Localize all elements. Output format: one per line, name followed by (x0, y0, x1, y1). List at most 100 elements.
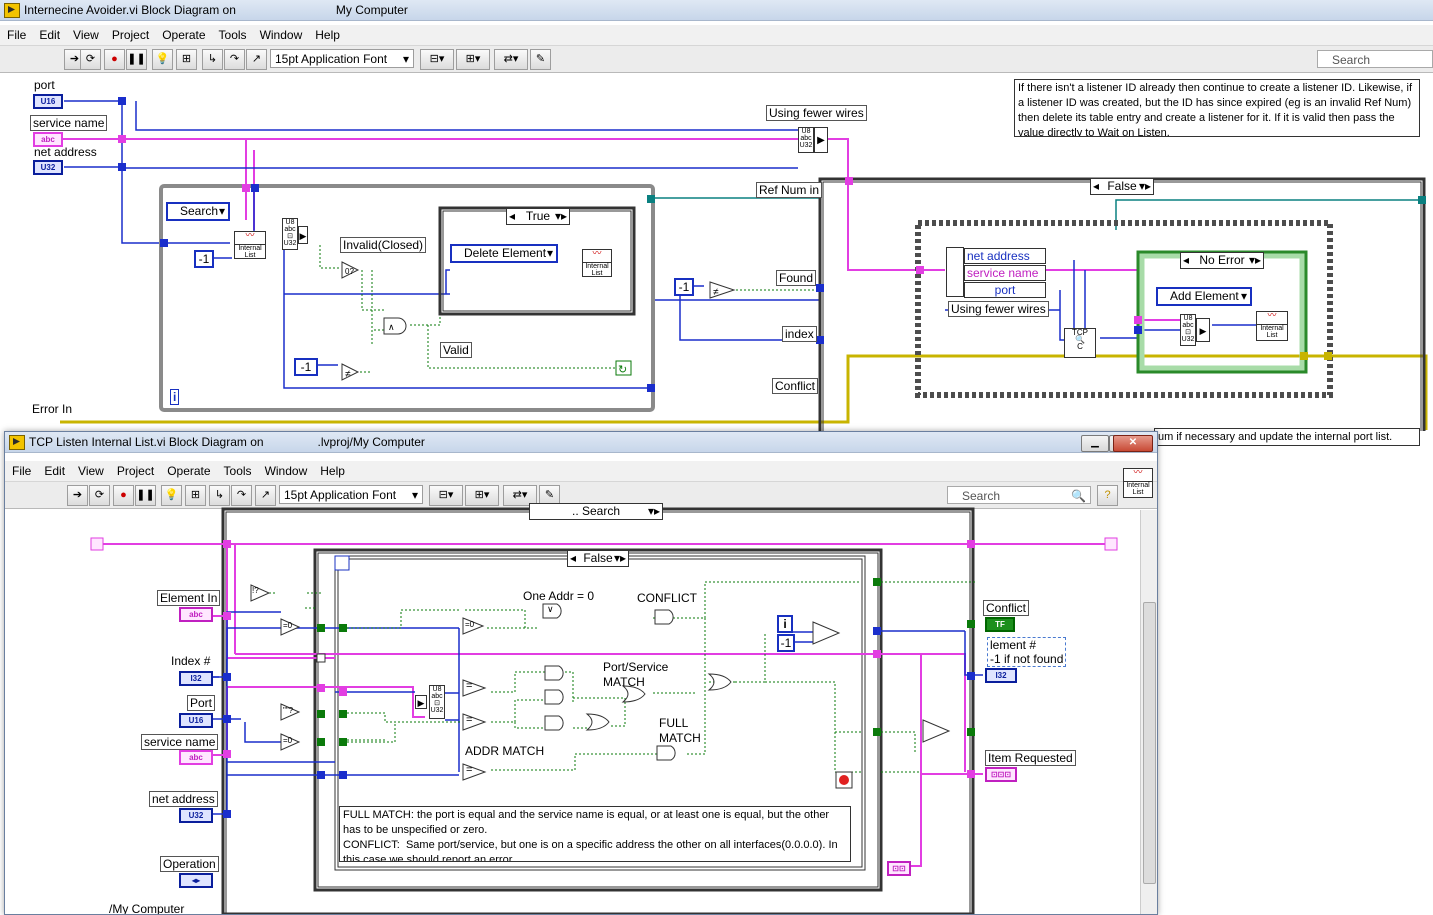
menu-view[interactable]: View (73, 28, 99, 42)
valid-label: Valid (440, 342, 472, 358)
service-name-control-terminal[interactable]: abc (33, 132, 63, 147)
menu-file[interactable]: File (7, 28, 27, 42)
scrollbar-thumb[interactable] (1143, 602, 1156, 884)
element-num-terminal[interactable]: I32 (985, 668, 1017, 683)
menu-project[interactable]: Project (111, 28, 150, 42)
port-terminal[interactable]: U16 (179, 713, 213, 728)
window2-search-input[interactable]: Search🔍 (947, 486, 1091, 504)
error-in-label: Error In (32, 402, 73, 416)
menu2-edit[interactable]: Edit (44, 464, 66, 478)
conflict-indicator-terminal[interactable]: TF (985, 617, 1015, 632)
false-case-selector[interactable]: ◂False▾▸ (1090, 178, 1154, 195)
menu2-tools[interactable]: Tools (223, 464, 252, 478)
service-name-terminal[interactable]: abc (179, 750, 213, 765)
step-into-icon-2[interactable]: ↳ (209, 485, 230, 506)
step-into-icon[interactable]: ↳ (202, 49, 223, 70)
net-address-terminal[interactable]: U32 (179, 808, 213, 823)
reorder-icon[interactable]: ⇄▾ (494, 49, 528, 70)
align-objects-icon-2[interactable]: ⊟▾ (429, 485, 463, 506)
using-fewer-wires-label: Using fewer wires (766, 105, 867, 121)
pause-icon-2[interactable]: ❚❚ (135, 485, 156, 506)
menu2-operate[interactable]: Operate (167, 464, 211, 478)
no-error-case-selector[interactable]: ◂No Error▾▸ (1180, 252, 1264, 269)
highlight-execution-icon-2[interactable]: 💡 (161, 485, 182, 506)
abort-icon[interactable]: ● (104, 49, 125, 70)
vertical-scrollbar[interactable] (1140, 510, 1157, 914)
window2-titlebar[interactable]: TCP Listen Internal List.vi Block Diagra… (5, 432, 1157, 453)
neg1-constant-b[interactable]: -1 (294, 358, 318, 376)
search-enum-constant[interactable]: Search▾ (166, 202, 230, 221)
menu-help[interactable]: Help (315, 28, 340, 42)
equal-zero-icon-3: =0 (465, 620, 475, 629)
menu-tools[interactable]: Tools (218, 28, 247, 42)
conflict-gate-label: CONFLICT (637, 591, 697, 605)
retain-wire-values-icon[interactable]: ⊞ (176, 49, 197, 70)
abort-icon-2[interactable]: ● (113, 485, 134, 506)
highlight-execution-icon[interactable]: 💡 (152, 49, 173, 70)
index-label: index (782, 326, 817, 342)
menu2-help[interactable]: Help (320, 464, 345, 478)
align-objects-icon[interactable]: ⊟▾ (420, 49, 454, 70)
menu2-view[interactable]: View (78, 464, 104, 478)
menu2-project[interactable]: Project (116, 464, 155, 478)
bundle-by-name-node[interactable] (946, 247, 964, 297)
cleanup-diagram-icon-2[interactable]: ✎ (539, 485, 560, 506)
distribute-objects-icon-2[interactable]: ⊞▾ (465, 485, 499, 506)
neg1-constant-a[interactable]: -1 (194, 250, 214, 268)
cluster-service-name-element: service name (964, 265, 1046, 281)
menu-operate[interactable]: Operate (162, 28, 206, 42)
outer-case-selector[interactable]: .. Search▾▸ (529, 503, 663, 520)
neg1-constant[interactable]: -1 (777, 634, 795, 652)
close-button[interactable]: ✕ (1113, 435, 1153, 452)
delete-element-enum-constant[interactable]: Delete Element▾ (450, 244, 558, 263)
index-num-terminal[interactable]: I32 (179, 671, 213, 686)
true-case-selector[interactable]: ◂True▾▸ (506, 208, 570, 225)
window1-diagram-wires: ∧ 0? ≠ ≠ ↻ (60, 97, 1428, 431)
port-service-label: Port/Service (603, 660, 669, 674)
diagram-comment-partial: um if necessary and update the internal … (1154, 428, 1420, 446)
menu2-window[interactable]: Window (264, 464, 308, 478)
menu-edit[interactable]: Edit (39, 28, 61, 42)
menu-window[interactable]: Window (259, 28, 303, 42)
bundle-arrow-icon-2: ▶ (1196, 318, 1210, 342)
run-arrow-icon-2[interactable]: ➔ (67, 485, 88, 506)
help-icon[interactable]: ? (1097, 485, 1118, 506)
cluster-constant[interactable]: ⊡⊡ (887, 861, 911, 876)
step-out-icon[interactable]: ↗ (246, 49, 267, 70)
window2: TCP Listen Internal List.vi Block Diagra… (4, 431, 1158, 915)
font-select-2[interactable]: 15pt Application Font▾ (279, 485, 423, 504)
menu2-file[interactable]: File (12, 464, 32, 478)
equal-zero-icon-2: =0 (283, 736, 293, 745)
cleanup-diagram-icon[interactable]: ✎ (530, 49, 551, 70)
element-in-terminal[interactable]: abc (179, 607, 213, 622)
inner-case-selector[interactable]: ◂False▾▸ (567, 550, 629, 567)
minimize-button[interactable]: ▁ (1081, 435, 1109, 452)
tcp-create-listener-icon[interactable]: TCP🔍C (1064, 328, 1096, 358)
distribute-objects-icon[interactable]: ⊞▾ (456, 49, 490, 70)
retain-wire-values-icon-2[interactable]: ⊞ (185, 485, 206, 506)
run-continuously-icon[interactable]: ⟳ (80, 49, 101, 70)
font-select[interactable]: 15pt Application Font▾ (270, 49, 414, 68)
operation-terminal[interactable]: ◂▸ (179, 873, 213, 888)
neg1-constant-c[interactable]: -1 (674, 278, 694, 296)
reorder-icon-2[interactable]: ⇄▾ (503, 485, 537, 506)
step-over-icon-2[interactable]: ↷ (231, 485, 252, 506)
port-control-terminal[interactable]: U16 (33, 94, 63, 109)
run-continuously-icon-2[interactable]: ⟳ (89, 485, 110, 506)
pause-icon[interactable]: ❚❚ (126, 49, 147, 70)
step-over-icon[interactable]: ↷ (224, 49, 245, 70)
net-address-control-terminal[interactable]: U32 (33, 160, 63, 175)
step-out-icon-2[interactable]: ↗ (255, 485, 276, 506)
add-element-enum-constant[interactable]: Add Element▾ (1156, 287, 1252, 306)
item-requested-terminal[interactable]: ⊡⊡⊡ (985, 767, 1017, 782)
i-constant[interactable]: i (777, 615, 793, 633)
